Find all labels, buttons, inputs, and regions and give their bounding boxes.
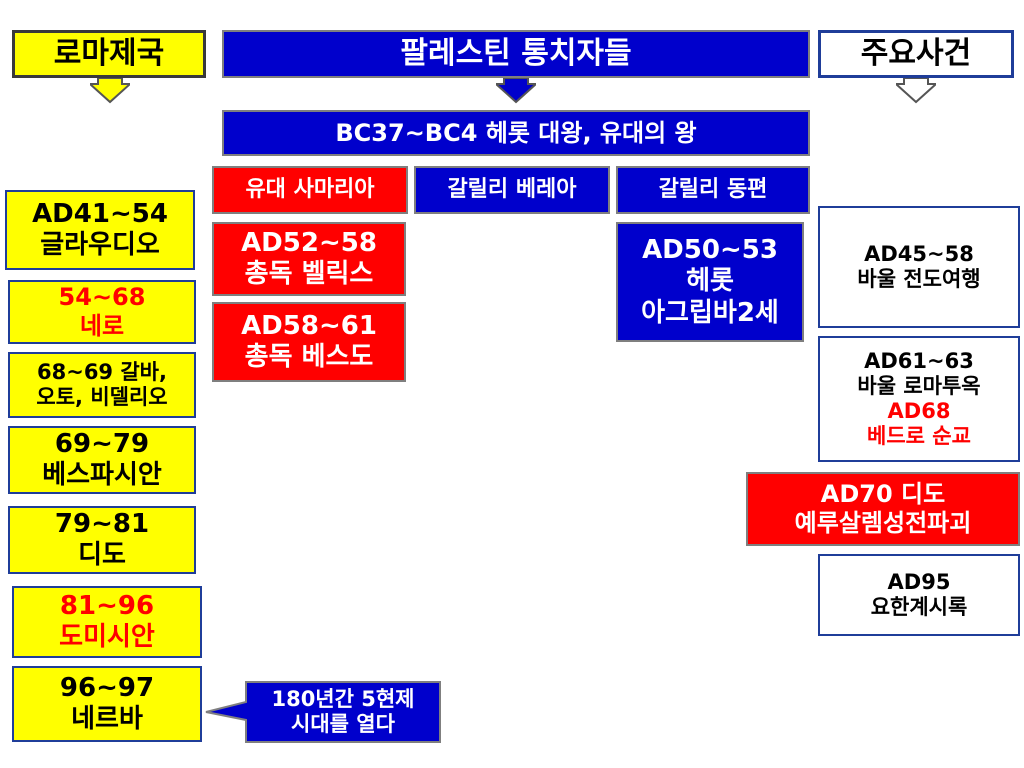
region-galilee-east-label: 갈릴리 동편	[658, 176, 768, 202]
emperor-claudius: AD41~54 글라우디오	[5, 190, 195, 270]
emperor-years: 79~81	[54, 508, 150, 539]
emperor-name: 네로	[79, 312, 125, 340]
emperor-nero: 54~68 네로	[8, 280, 196, 344]
governor-felix-name: 총독 벨릭스	[244, 259, 374, 289]
governor-felix: AD52~58 총독 벨릭스	[212, 222, 406, 296]
event-years: AD61~63	[864, 348, 974, 373]
governor-festus-years: AD58~61	[241, 310, 377, 341]
header-rulers-label: 팔레스틴 통치자들	[400, 36, 632, 71]
event-desc: 바울 로마투옥	[857, 373, 981, 398]
emperor-years: AD41~54	[32, 198, 168, 229]
emperor-years: 96~97	[59, 672, 155, 703]
region-judea-label: 유대 사마리아	[245, 176, 375, 202]
event-years: AD95	[887, 569, 951, 594]
header-events-label: 주요사건	[860, 36, 972, 71]
agrippa-name: 아그립바2세	[641, 297, 779, 328]
emperor-name: 베스파시안	[42, 460, 162, 490]
event-desc: 예루살렘성전파괴	[794, 509, 972, 537]
event-desc: 베드로 순교	[867, 424, 971, 449]
herod-great-label: BC37~BC4 헤롯 대왕, 유대의 왕	[335, 118, 697, 147]
emperor-years: 54~68	[58, 283, 146, 312]
arrow-down-icon	[496, 78, 536, 104]
emperor-name: 오토, 비델리오	[36, 385, 168, 409]
region-galilee-east: 갈릴리 동편	[616, 166, 810, 214]
event-paul-rome: AD61~63 바울 로마투옥 AD68 베드로 순교	[818, 336, 1020, 462]
governor-festus-name: 총독 베스도	[244, 342, 374, 372]
callout-line1: 180년간 5현제	[271, 686, 415, 711]
arrow-down-icon	[896, 78, 936, 104]
emperor-vespasian: 69~79 베스파시안	[8, 426, 196, 494]
event-years: AD70 디도	[820, 480, 946, 509]
governor-festus: AD58~61 총독 베스도	[212, 302, 406, 382]
governor-felix-years: AD52~58	[241, 227, 377, 258]
callout-line2: 시대를 열다	[291, 712, 395, 736]
emperor-name: 네르바	[71, 704, 143, 734]
event-temple-destruction: AD70 디도 예루살렘성전파괴	[746, 472, 1020, 546]
emperor-domitian: 81~96 도미시안	[12, 586, 202, 658]
region-galilee-perea: 갈릴리 베레아	[414, 166, 610, 214]
callout-bubble	[205, 681, 441, 743]
herod-great-bar: BC37~BC4 헤롯 대왕, 유대의 왕	[222, 110, 810, 156]
emperor-nerva: 96~97 네르바	[12, 666, 202, 742]
emperor-years: 68~69 갈바,	[37, 359, 167, 384]
region-galilee-perea-label: 갈릴리 베레아	[447, 176, 577, 202]
header-events: 주요사건	[818, 30, 1014, 78]
emperor-name: 디도	[78, 540, 126, 570]
emperor-name: 도미시안	[59, 622, 155, 652]
header-rulers: 팔레스틴 통치자들	[222, 30, 810, 78]
region-judea: 유대 사마리아	[212, 166, 408, 214]
event-revelation: AD95 요한계시록	[818, 554, 1020, 636]
emperor-years: 81~96	[59, 590, 155, 621]
agrippa-title: 헤롯	[686, 266, 734, 297]
agrippa-years: AD50~53	[642, 235, 778, 266]
emperor-years: 69~79	[54, 428, 150, 459]
callout-text: 180년간 5현제 시대를 열다	[246, 682, 440, 742]
event-paul-journeys: AD45~58 바울 전도여행	[818, 206, 1020, 328]
emperor-galba-otho-vitellius: 68~69 갈바, 오토, 비델리오	[8, 352, 196, 418]
header-rome-label: 로마제국	[53, 36, 165, 71]
agrippa-ii: AD50~53 헤롯 아그립바2세	[616, 222, 804, 342]
arrow-down-icon	[90, 78, 130, 104]
header-rome: 로마제국	[12, 30, 206, 78]
emperor-name: 글라우디오	[40, 230, 160, 260]
event-years: AD45~58	[864, 241, 974, 266]
event-desc: 바울 전도여행	[857, 267, 981, 291]
event-years: AD68	[887, 399, 951, 423]
emperor-titus: 79~81 디도	[8, 506, 196, 574]
event-desc: 요한계시록	[870, 595, 968, 619]
